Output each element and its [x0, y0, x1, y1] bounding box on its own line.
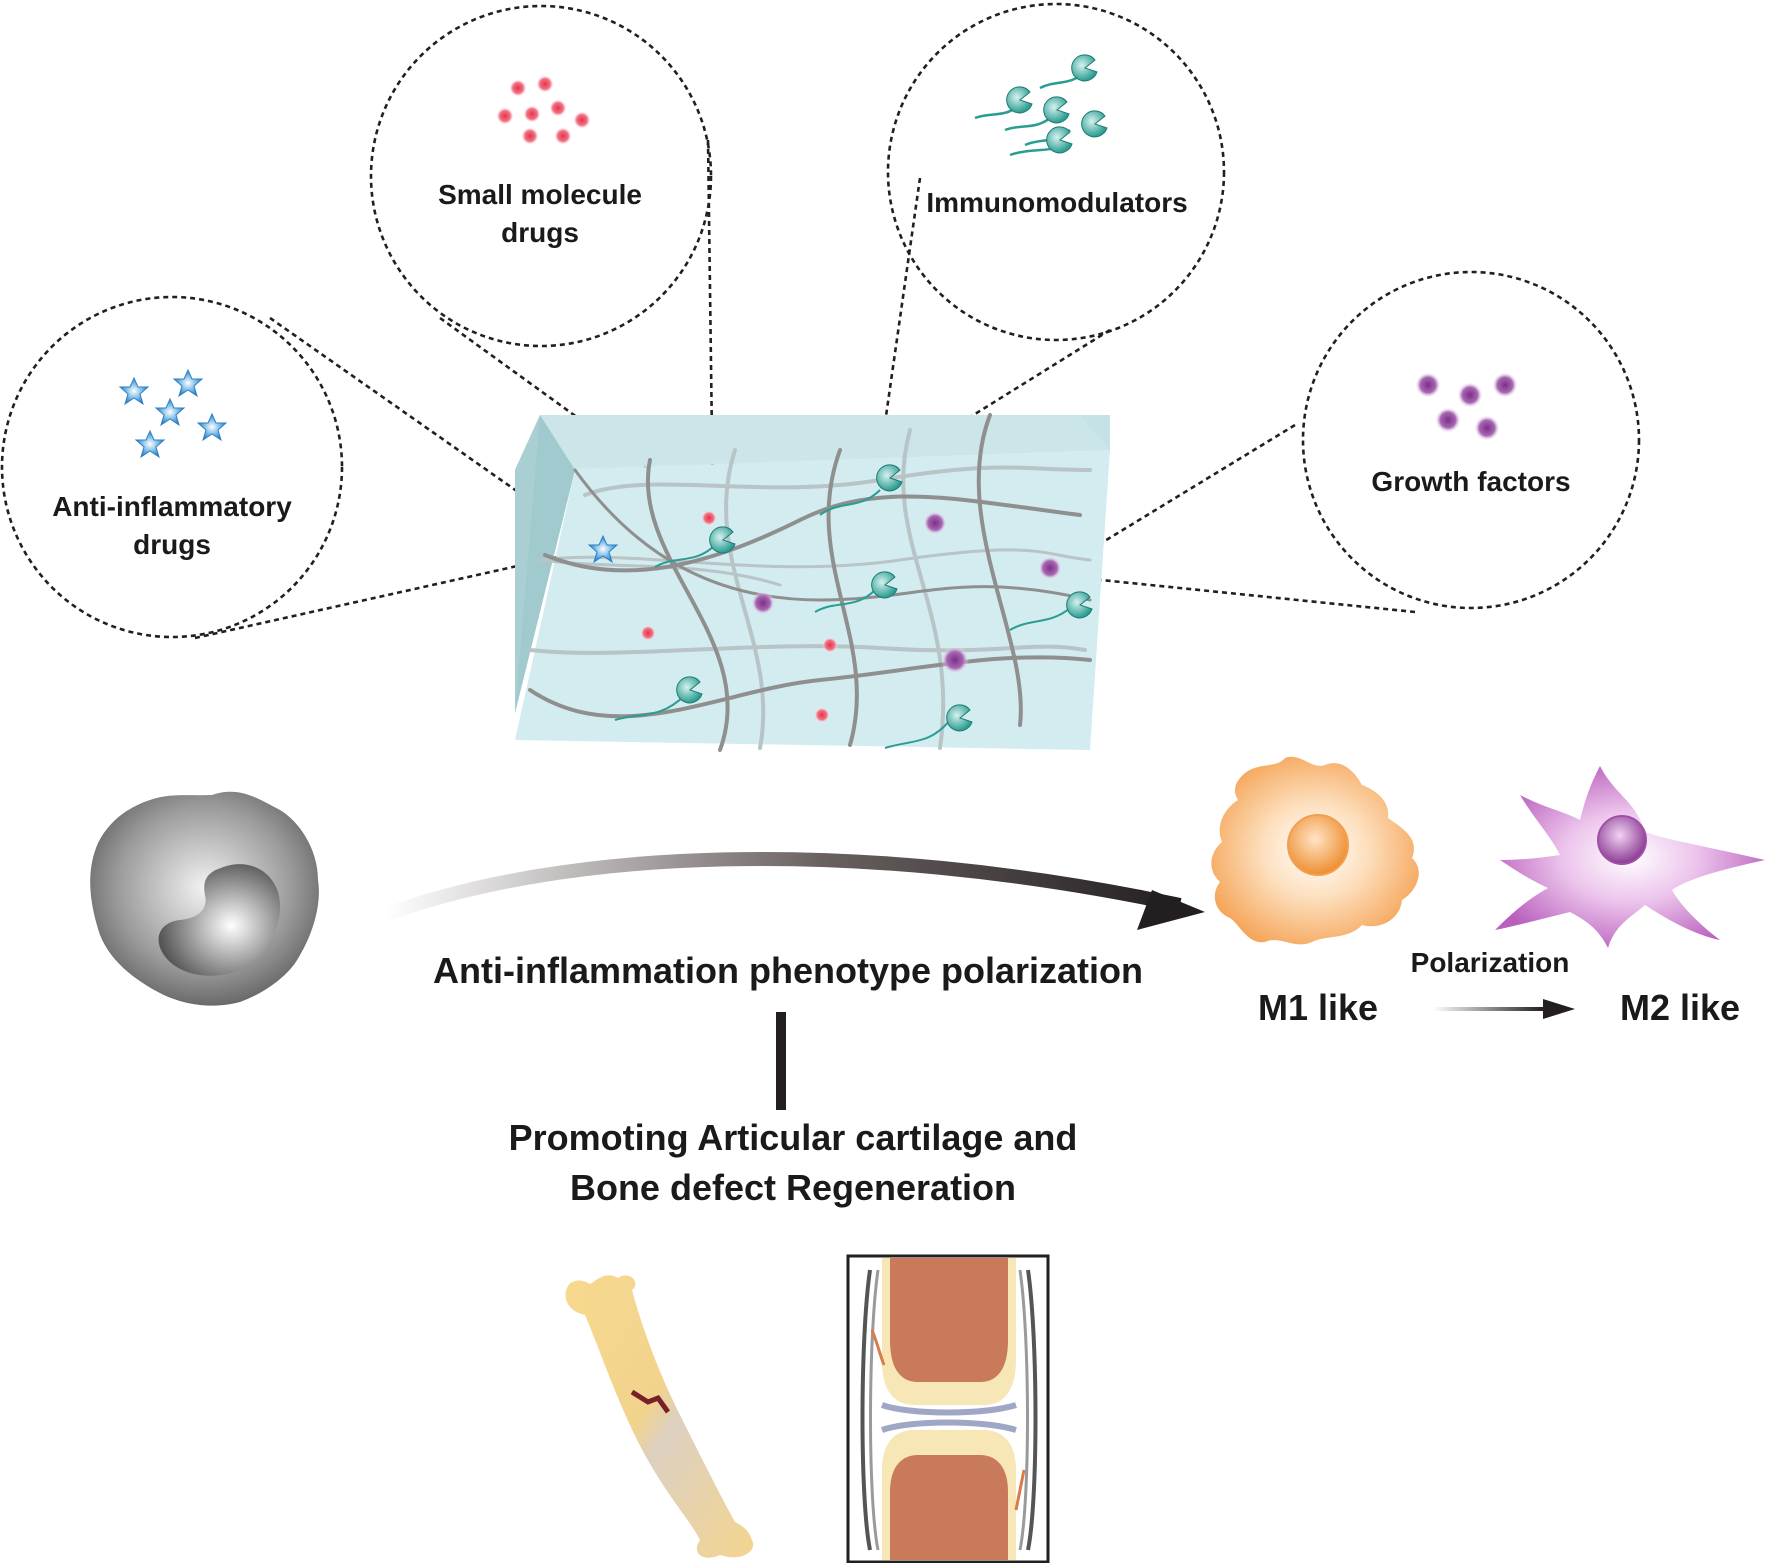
- outcome-label-1: Promoting Articular cartilage and: [509, 1117, 1078, 1158]
- small-drug-dots-icon: [496, 75, 591, 145]
- callout-small-molecule: Small molecule drugs: [369, 4, 713, 348]
- polymer-fibers: [528, 413, 1092, 752]
- resting-macrophage: [90, 791, 319, 1006]
- m1-macrophage: [1211, 756, 1419, 945]
- joint-illustration: [846, 1254, 1050, 1563]
- callout-growth-factors: Growth factors: [1301, 270, 1641, 610]
- outcome-label-2: Bone defect Regeneration: [570, 1167, 1016, 1208]
- small-molecule-label-2: drugs: [501, 217, 579, 248]
- polarization-label: Polarization: [1411, 947, 1570, 978]
- long-bone-illustration: [565, 1275, 754, 1558]
- m1-to-m2-arrow: [1433, 999, 1575, 1019]
- immunomodulators-receptors: [1006, 54, 1108, 154]
- m2-label: M2 like: [1620, 987, 1740, 1028]
- anti-inflammatory-label-1: Anti-inflammatory: [52, 491, 292, 522]
- growth-factors-label: Growth factors: [1371, 466, 1570, 497]
- polarization-arrow: [382, 851, 1205, 930]
- main-process-label: Anti-inflammation phenotype polarization: [433, 950, 1143, 991]
- small-molecule-label-1: Small molecule: [438, 179, 642, 210]
- hydrogel-block: [515, 413, 1110, 752]
- embedded-immunomodulators: [614, 489, 1071, 749]
- callout-anti-inflammatory: Anti-inflammatory drugs: [0, 295, 344, 639]
- embedded-small-drugs: [640, 510, 838, 723]
- immunomodulators-label: Immunomodulators: [926, 187, 1187, 218]
- star-drugs-icon: [119, 369, 227, 458]
- callout-immunomodulators: Immunomodulators: [886, 2, 1226, 342]
- m1-label: M1 like: [1258, 987, 1378, 1028]
- anti-inflammatory-label-2: drugs: [133, 529, 211, 560]
- embedded-growth-factors: [751, 511, 1062, 674]
- growth-factor-dots-icon: [1415, 372, 1518, 441]
- m2-macrophage: [1495, 766, 1765, 948]
- outcome-connector-bar: [776, 1012, 786, 1110]
